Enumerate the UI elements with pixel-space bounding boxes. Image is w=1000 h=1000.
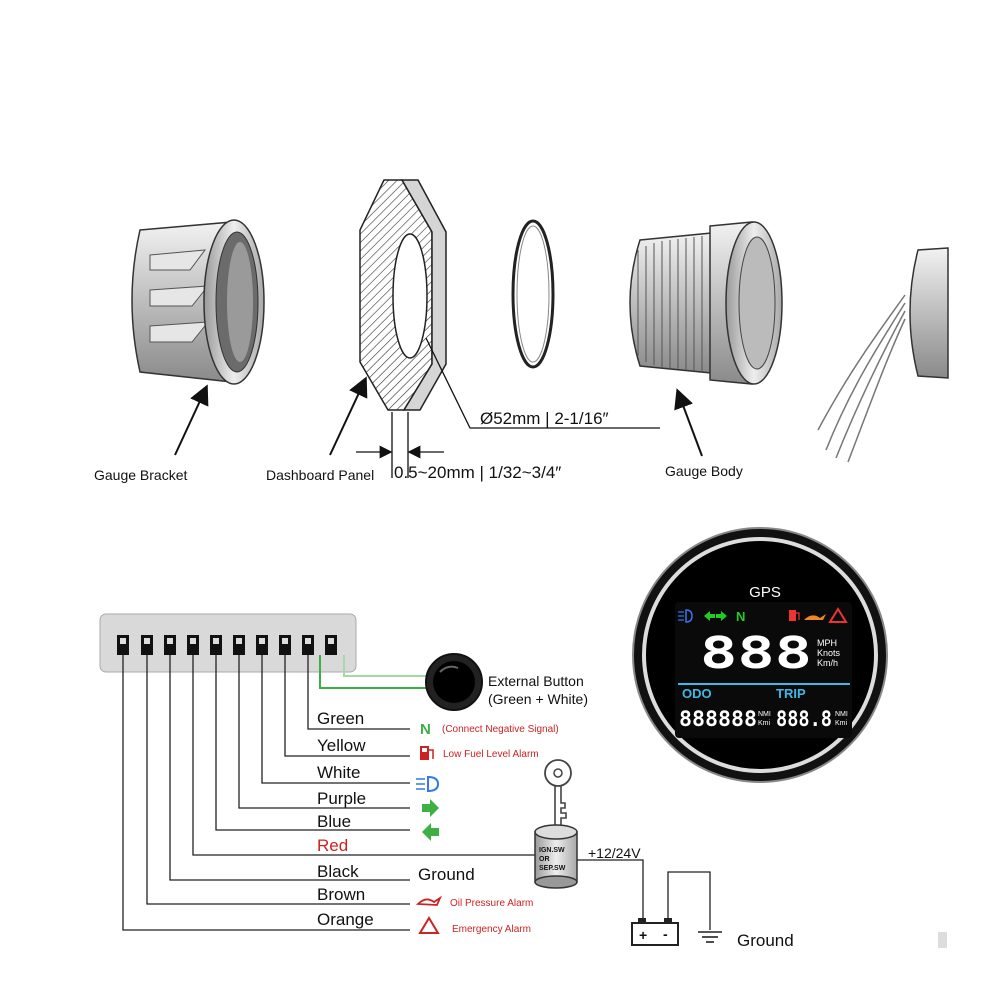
neutral-n-icon: N — [420, 721, 431, 738]
wire-label-blue: Blue — [317, 812, 351, 831]
orange-function-label: Emergency Alarm — [452, 924, 531, 935]
headlight-indicator-icon — [678, 609, 693, 623]
unit-knots: Knots — [817, 648, 841, 658]
diameter-dimension-label: Ø52mm | 2-1/16″ — [480, 409, 609, 428]
external-button-label: External Button — [488, 673, 584, 689]
ground-label-black: Ground — [418, 865, 475, 884]
diameter-leader — [425, 337, 660, 429]
supply-voltage-label: +12/24V — [588, 845, 641, 861]
dashboard-panel-drawing — [359, 179, 447, 411]
brown-function-label: Oil Pressure Alarm — [450, 898, 533, 909]
ground-label-battery: Ground — [737, 931, 794, 950]
right-turn-indicator-icon — [716, 611, 727, 621]
unit-mph: MPH — [817, 638, 837, 648]
body-arrow — [674, 388, 703, 457]
wire-label-green: Green — [317, 709, 364, 728]
green-function-label: (Connect Negative Signal) — [442, 724, 559, 735]
odo-label: ODO — [682, 686, 712, 701]
ignition-switch: IGN.SW OR SEP.SW — [534, 824, 578, 889]
supply-wiring — [577, 859, 711, 930]
warning-indicator-icon — [828, 607, 848, 623]
ignition-switch-label-2: OR — [539, 856, 550, 863]
external-button-icon[interactable] — [425, 653, 483, 711]
bracket-arrow — [174, 384, 209, 456]
ignition-switch-label-3: SEP.SW — [539, 865, 566, 872]
wiring-connector — [99, 613, 357, 673]
oil-indicator-icon — [804, 614, 826, 620]
odo-unit-nmi: NMI — [758, 711, 771, 718]
gps-gauge: GPS N 888 MPH Knots Km/h ODO TRIP 888888… — [632, 527, 888, 783]
cable-connector-drawing — [817, 247, 949, 463]
yellow-function-label: Low Fuel Level Alarm — [443, 749, 539, 760]
ignition-key-icon — [544, 759, 572, 827]
trip-readout: 888.8 — [776, 707, 832, 731]
oil-can-icon — [415, 895, 443, 906]
ignition-switch-label-1: IGN.SW — [539, 847, 565, 854]
battery-icon: + - — [631, 918, 679, 946]
corner-mark — [938, 932, 947, 948]
wire-label-brown: Brown — [317, 885, 365, 904]
odo-unit-kmi: Kmi — [758, 720, 771, 727]
wire-label-red: Red — [317, 836, 348, 855]
neutral-indicator: N — [736, 609, 745, 624]
dashboard-panel-label: Dashboard Panel — [266, 467, 374, 483]
unit-kmh: Km/h — [817, 658, 838, 668]
gauge-bracket-label: Gauge Bracket — [94, 467, 187, 483]
gauge-body-drawing — [629, 221, 783, 385]
gauge-title: GPS — [749, 584, 781, 601]
external-button-wires — [319, 655, 428, 689]
wire-label-yellow: Yellow — [317, 736, 366, 755]
trip-unit-kmi: Kmi — [835, 720, 848, 727]
thickness-dimension-label: 0.5~20mm | 1/32~3/4″ — [394, 463, 561, 482]
headlight-icon — [416, 775, 440, 793]
left-turn-arrow-icon — [422, 823, 439, 841]
wire-label-white: White — [317, 763, 360, 782]
wire-label-orange: Orange — [317, 910, 374, 929]
wire-label-purple: Purple — [317, 789, 366, 808]
external-button-sublabel: (Green + White) — [488, 691, 588, 707]
warning-triangle-icon — [418, 916, 440, 934]
battery-plus-label: + — [639, 927, 647, 943]
battery-minus-label: - — [663, 926, 668, 942]
trip-label: TRIP — [776, 686, 806, 701]
right-turn-arrow-icon — [422, 799, 439, 817]
gauge-bracket-drawing — [131, 219, 265, 385]
speed-readout: 888 — [700, 628, 812, 679]
wire-label-black: Black — [317, 862, 359, 881]
o-ring-drawing — [511, 219, 555, 369]
wire-lines — [122, 655, 535, 931]
trip-unit-nmi: NMI — [835, 711, 848, 718]
thickness-dimension — [356, 412, 444, 478]
gauge-body-label: Gauge Body — [665, 463, 743, 479]
odo-readout: 888888 — [679, 707, 757, 731]
ground-symbol-icon — [698, 931, 722, 943]
fuel-pump-icon — [420, 746, 434, 760]
fuel-indicator-icon — [789, 610, 800, 621]
panel-arrow — [329, 376, 368, 456]
left-turn-indicator-icon — [704, 611, 715, 621]
